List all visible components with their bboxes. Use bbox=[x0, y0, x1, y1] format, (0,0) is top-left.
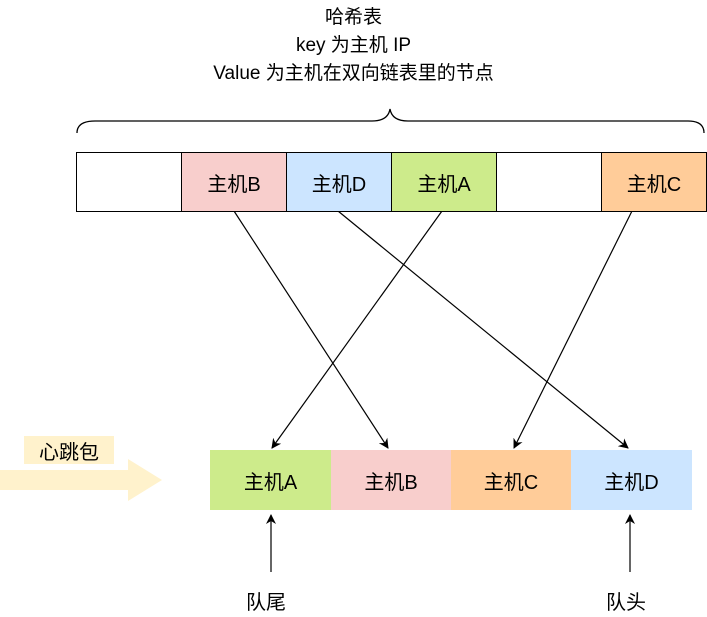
list-node-hostC: 主机C bbox=[451, 450, 571, 510]
hash-slot-hostC: 主机C bbox=[601, 152, 707, 212]
diagram-title: 哈希表 bbox=[324, 7, 382, 28]
hash-table-brace bbox=[76, 108, 705, 134]
heartbeat-label: 心跳包 bbox=[24, 436, 114, 464]
pointer-hostC bbox=[513, 210, 633, 449]
hash-slot-empty bbox=[496, 152, 602, 212]
hash-slot-hostA: 主机A bbox=[391, 152, 497, 212]
pointer-hostB bbox=[233, 210, 389, 449]
value-description: Value 为主机在双向链表里的节点 bbox=[213, 63, 494, 84]
list-node-hostD: 主机D bbox=[571, 450, 692, 510]
hash-slot-hostD: 主机D bbox=[286, 152, 392, 212]
hash-slot-empty bbox=[76, 152, 182, 212]
list-node-hostA: 主机A bbox=[210, 450, 331, 510]
queue-tail-label: 队尾 bbox=[246, 592, 286, 614]
key-description: key 为主机 IP bbox=[295, 35, 412, 56]
list-node-hostB: 主机B bbox=[331, 450, 451, 510]
heartbeat-arrow bbox=[0, 459, 162, 501]
hash-slot-hostB: 主机B bbox=[181, 152, 287, 212]
pointer-hostA bbox=[271, 210, 443, 449]
queue-head-label: 队头 bbox=[606, 592, 646, 614]
pointer-hostD bbox=[337, 210, 629, 449]
